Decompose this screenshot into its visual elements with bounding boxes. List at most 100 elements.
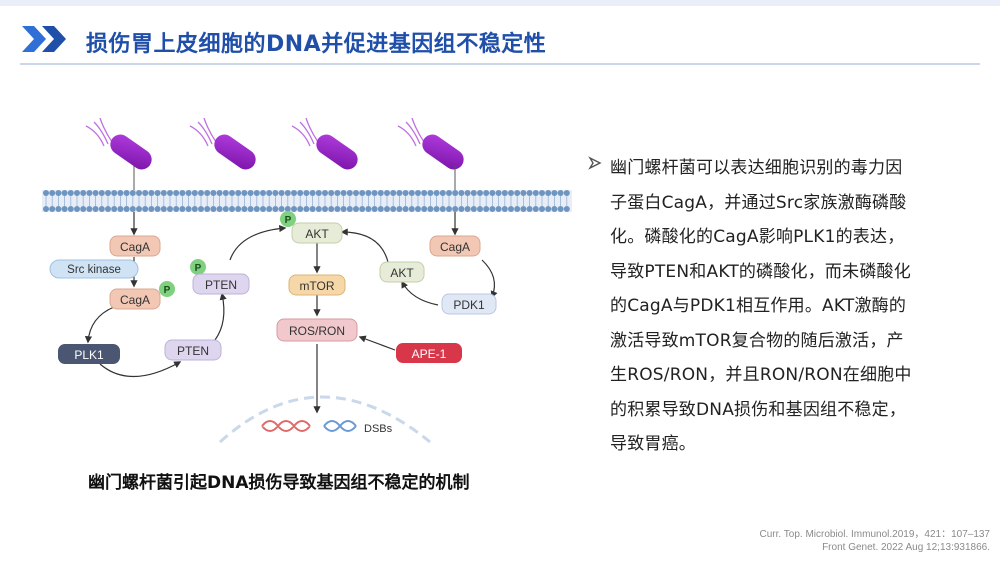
lipid-head	[210, 206, 217, 212]
lipid-head	[154, 206, 161, 212]
lipid-head	[247, 190, 254, 196]
lipid-head	[365, 206, 372, 212]
lipid-head	[98, 206, 105, 212]
lipid-head	[229, 206, 235, 212]
diagram-caption: 幽门螺杆菌引起DNA损伤导致基因组不稳定的机制	[88, 473, 470, 493]
description-line: 子蛋白CagA，并通过Src家族激酶磷酸	[610, 192, 907, 213]
phospho-badge-3: P	[280, 211, 296, 227]
lipid-head	[464, 190, 471, 196]
lipid-head	[427, 206, 434, 212]
lipid-head	[266, 206, 273, 212]
lipid-head	[539, 206, 545, 212]
lipid-head	[477, 190, 483, 196]
lipid-head	[284, 190, 291, 196]
lipid-head	[191, 190, 198, 196]
lipid-head	[123, 206, 130, 212]
lipid-head	[470, 206, 477, 212]
lipid-head	[526, 190, 533, 196]
lipid-head	[253, 190, 260, 196]
bacterium-4	[397, 117, 464, 190]
lipid-head	[520, 206, 527, 212]
lipid-head	[142, 190, 149, 196]
dna-double-strand-break-icon: DSBs	[261, 420, 393, 435]
lipid-head	[105, 206, 111, 212]
lipid-head	[365, 190, 372, 196]
lipid-head	[427, 190, 434, 196]
lipid-head	[266, 190, 273, 196]
lipid-head	[297, 190, 304, 196]
description-line: 生ROS/RON，并且RON/RON在细胞中	[610, 365, 912, 385]
cell-membrane	[42, 190, 572, 212]
svg-text:P: P	[195, 263, 202, 274]
lipid-head	[198, 206, 204, 212]
lipid-head	[309, 190, 316, 196]
lipid-head	[61, 190, 68, 196]
bacterium-2	[189, 117, 256, 170]
lipid-head	[433, 206, 440, 212]
lipid-head	[495, 206, 502, 212]
description-paragraph: 幽门螺杆菌可以表达细胞识别的毒力因 子蛋白CagA，并通过Src家族激酶磷酸 化…	[610, 151, 950, 462]
lipid-head	[353, 190, 359, 196]
lipid-head	[470, 190, 477, 196]
lipid-head	[129, 206, 136, 212]
lipid-head	[222, 190, 229, 196]
lipid-head	[377, 190, 384, 196]
description-line: 的积累导致DNA损伤和基因组不稳定，	[610, 399, 907, 420]
lipid-head	[291, 206, 297, 212]
lipid-head	[43, 206, 49, 212]
lipid-head	[216, 190, 223, 196]
lipid-head	[557, 190, 564, 196]
lipid-head	[396, 190, 403, 196]
lipid-head	[483, 206, 490, 212]
lipid-head	[508, 206, 514, 212]
svg-text:PTEN: PTEN	[177, 344, 209, 358]
lipid-head	[359, 190, 366, 196]
mechanism-diagram: CagA Src kinase CagA P PLK1 PTEN P PTEN …	[42, 117, 572, 444]
lipid-head	[55, 190, 62, 196]
lipid-head	[136, 190, 142, 196]
lipid-head	[384, 190, 390, 196]
description-line: 激活导致mTOR复合物的随后激活，产	[610, 330, 904, 351]
lipid-head	[235, 190, 242, 196]
lipid-head	[303, 190, 310, 196]
lipid-head	[185, 206, 192, 212]
lipid-head	[278, 190, 285, 196]
lipid-head	[111, 190, 118, 196]
lipid-head	[98, 190, 105, 196]
caga-node-3: CagA	[429, 235, 481, 257]
lipid-head	[439, 190, 446, 196]
references: Curr. Top. Microbiol. Immunol.2019，421：1…	[760, 528, 991, 554]
lipid-head	[421, 190, 428, 196]
lipid-head	[415, 206, 421, 212]
svg-text:PTEN: PTEN	[205, 278, 237, 292]
caga-node-1: CagA	[109, 235, 161, 257]
lipid-head	[532, 206, 539, 212]
lipid-head	[508, 190, 514, 196]
description-line: 导致胃癌。	[610, 434, 696, 454]
svg-text:CagA: CagA	[120, 240, 150, 254]
lipid-head	[322, 190, 328, 196]
svg-text:CagA: CagA	[440, 240, 470, 254]
lipid-head	[346, 190, 353, 196]
lipid-head	[167, 206, 173, 212]
lipid-head	[353, 206, 359, 212]
lipid-head	[160, 206, 167, 212]
lipid-head	[433, 190, 440, 196]
lipid-head	[346, 206, 353, 212]
caga-node-2: CagA	[109, 288, 161, 310]
lipid-head	[272, 190, 279, 196]
akt-node-center: AKT	[291, 222, 343, 244]
lipid-head	[377, 206, 384, 212]
lipid-head	[86, 190, 93, 196]
slide-header: 损伤胃上皮细胞的DNA并促进基因组不稳定性	[0, 0, 1000, 80]
pdk1-node: PDK1	[441, 293, 497, 315]
lipid-head	[74, 206, 80, 212]
svg-text:P: P	[285, 215, 292, 226]
reference-line: Curr. Top. Microbiol. Immunol.2019，421：1…	[759, 529, 991, 540]
lipid-head	[160, 190, 167, 196]
lipid-head	[483, 190, 490, 196]
lipid-head	[67, 206, 74, 212]
lipid-head	[198, 190, 204, 196]
lipid-head	[86, 206, 93, 212]
lipid-head	[489, 206, 496, 212]
